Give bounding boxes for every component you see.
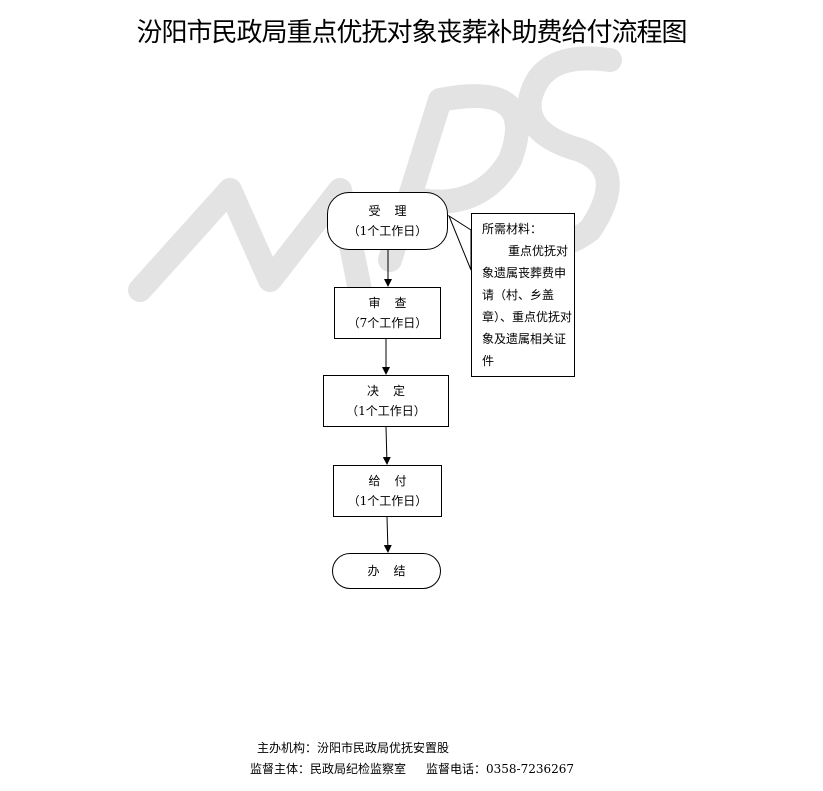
step-name: 办结 bbox=[367, 564, 420, 578]
step-banjie: 办结 bbox=[332, 553, 441, 589]
step-days: （7个工作日） bbox=[347, 316, 428, 330]
arrow-geifu-banjie bbox=[383, 516, 392, 553]
arrow-jueding-geifu bbox=[382, 426, 391, 465]
step-name: 给付 bbox=[368, 474, 421, 488]
step-days: （1个工作日） bbox=[346, 404, 426, 418]
footer-phone: 监督电话：0358-7236267 bbox=[426, 762, 575, 776]
step-shencha: 审查 （7个工作日） bbox=[334, 287, 441, 339]
materials-callout: 所需材料： 重点优抚对象遗属丧葬费申请（村、乡盖章）、重点优抚对象及遗属相关证件 bbox=[471, 213, 575, 377]
step-jueding: 决定 （1个工作日） bbox=[323, 375, 449, 427]
footer-supervisor: 监督主体：民政局纪检监察室 bbox=[250, 762, 407, 776]
step-name: 审查 bbox=[368, 296, 421, 310]
footer-supervision: 监督主体：民政局纪检监察室 监督电话：0358-7236267 bbox=[250, 759, 574, 779]
step-days: （1个工作日） bbox=[347, 494, 428, 508]
step-days: （1个工作日） bbox=[347, 224, 428, 238]
materials-heading: 所需材料： bbox=[482, 222, 543, 236]
materials-body: 重点优抚对象遗属丧葬费申请（村、乡盖章）、重点优抚对象及遗属相关证件 bbox=[482, 244, 573, 368]
callout-pointer bbox=[447, 214, 472, 271]
step-name: 受理 bbox=[368, 204, 421, 218]
step-shouli: 受理 （1个工作日） bbox=[327, 192, 448, 250]
step-name: 决定 bbox=[366, 384, 419, 398]
step-geifu: 给付 （1个工作日） bbox=[333, 465, 442, 517]
footer-organizer: 主办机构：汾阳市民政局优抚安置股 bbox=[257, 741, 450, 755]
page-title: 汾阳市民政局重点优抚对象丧葬补助费给付流程图 bbox=[136, 18, 687, 48]
